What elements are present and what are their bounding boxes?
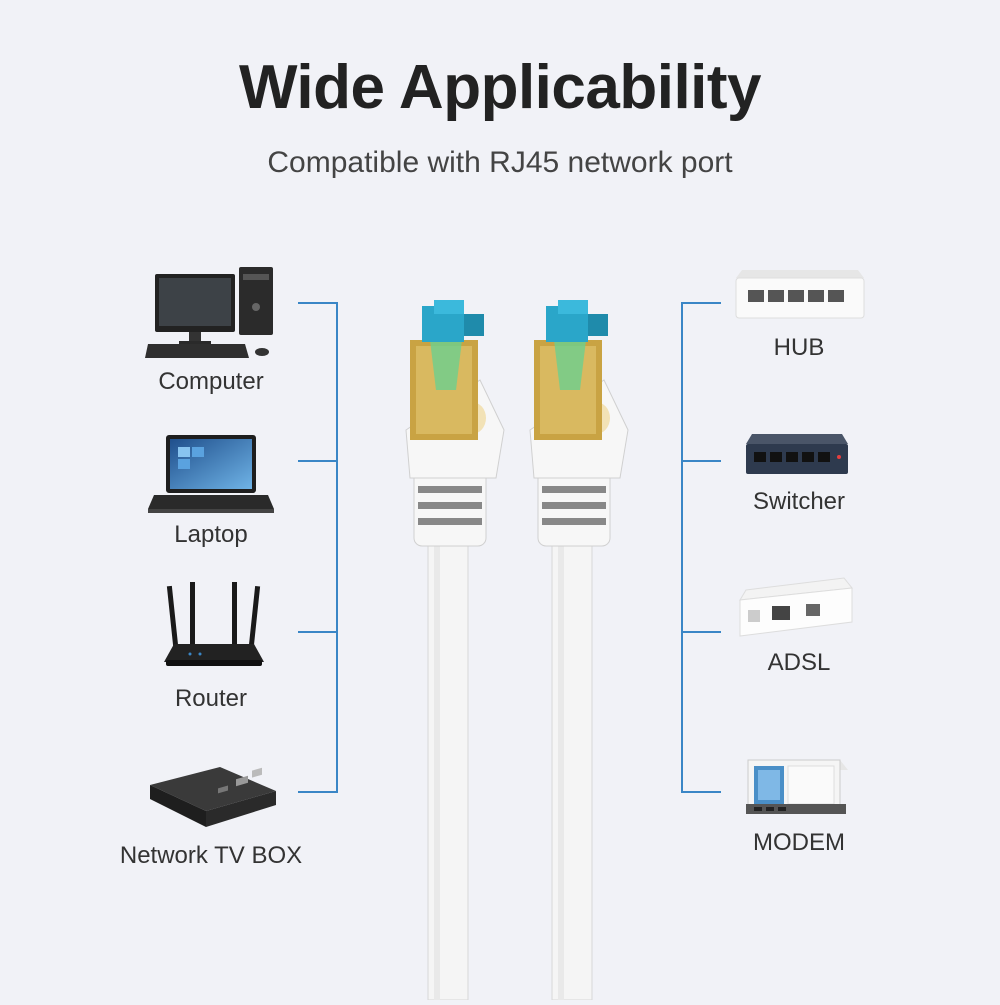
rj45-cable-right-icon: [524, 300, 636, 1005]
switcher-label: Switcher: [752, 488, 846, 515]
modem-icon: [744, 752, 852, 829]
adsl-label: ADSL: [767, 649, 831, 676]
hub-label: HUB: [773, 334, 825, 361]
page-title: Wide Applicability: [238, 53, 762, 122]
tv-box-label: Network TV BOX: [119, 842, 303, 869]
rj45-cable-left-icon: [400, 300, 512, 1005]
router-icon: [160, 582, 266, 675]
switcher-icon: [744, 432, 850, 485]
hub-icon: [734, 268, 866, 329]
adsl-icon: [736, 576, 854, 645]
router-label: Router: [174, 685, 248, 712]
laptop-label: Laptop: [174, 521, 248, 548]
tv-box-icon: [146, 765, 278, 836]
modem-label: MODEM: [753, 829, 845, 856]
computer-icon: [145, 262, 280, 367]
computer-label: Computer: [158, 368, 264, 395]
laptop-icon: [148, 433, 274, 520]
page-subtitle: Compatible with RJ45 network port: [267, 146, 733, 179]
